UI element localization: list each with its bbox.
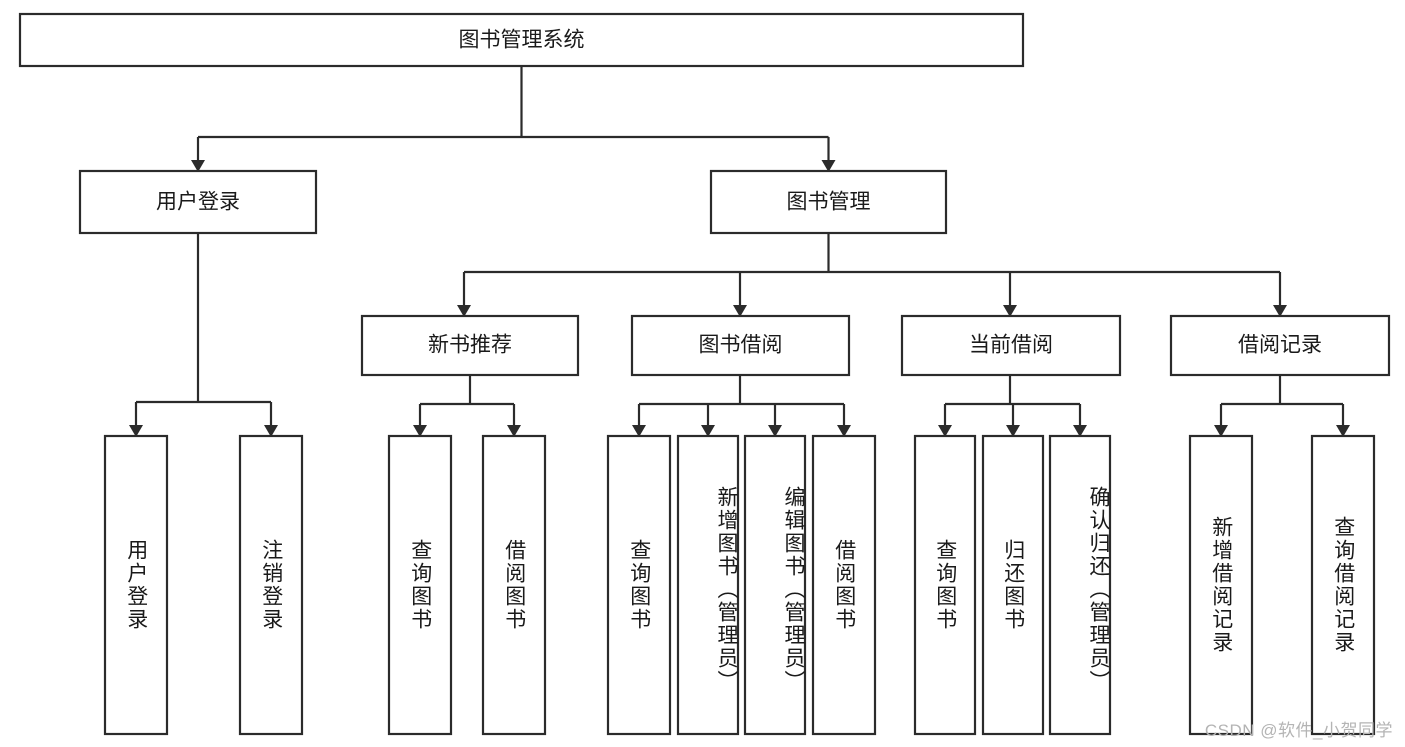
node-new-book-recommend[interactable]: 新书推荐 <box>360 314 580 377</box>
connectors-bookmgmt-to-level3 <box>457 233 1287 317</box>
leaf-box-confirm-return[interactable] <box>1048 434 1112 736</box>
leaf-box-query-record[interactable] <box>1310 434 1376 736</box>
node-root[interactable]: 图书管理系统 <box>18 12 1025 68</box>
node-user-login[interactable]: 用户登录 <box>78 169 318 235</box>
arrowhead-leaf-user-login <box>129 425 143 437</box>
arrowhead-to-current-borrow <box>1003 305 1017 317</box>
leaf-box-query-book-bw[interactable] <box>606 434 672 736</box>
node-new-book-recommend-rect[interactable] <box>360 314 580 377</box>
connectors-borrowrecord-to-leaves <box>1214 375 1350 437</box>
arrowhead-br-leaf-2 <box>1336 425 1350 437</box>
leaf-boxes <box>103 434 1376 736</box>
node-book-management-rect[interactable] <box>709 169 948 235</box>
leaf-box-query-book-cb[interactable] <box>913 434 977 736</box>
arrowhead-to-new-books <box>457 305 471 317</box>
leaf-box-borrow-book-nb[interactable] <box>481 434 547 736</box>
node-root-label: 图书管理系统 <box>459 29 585 52</box>
arrowhead-nb-leaf-1 <box>413 425 427 437</box>
leaf-box-query-book-nb[interactable] <box>387 434 453 736</box>
arrowhead-to-user-login <box>191 160 205 172</box>
leaf-box-return-book[interactable] <box>981 434 1045 736</box>
node-root-rect[interactable] <box>18 12 1025 68</box>
node-new-book-recommend-label: 新书推荐 <box>428 334 512 357</box>
arrowhead-bw-leaf-4 <box>837 425 851 437</box>
arrowhead-bw-leaf-2 <box>701 425 715 437</box>
arrowhead-bw-leaf-3 <box>768 425 782 437</box>
arrowhead-to-borrow <box>733 305 747 317</box>
leaf-box-logout[interactable] <box>238 434 304 736</box>
leaf-box-borrow-book-bw[interactable] <box>811 434 877 736</box>
node-user-login-rect[interactable] <box>78 169 318 235</box>
node-current-borrow[interactable]: 当前借阅 <box>900 314 1122 377</box>
node-borrow-record-label: 借阅记录 <box>1238 334 1322 357</box>
connectors-currentborrow-to-leaves <box>938 375 1087 437</box>
arrowhead-cb-leaf-2 <box>1006 425 1020 437</box>
node-user-login-label: 用户登录 <box>156 191 240 214</box>
leaf-box-add-book[interactable] <box>676 434 740 736</box>
node-book-borrow-rect[interactable] <box>630 314 851 377</box>
connectors-userlogin-to-leaves <box>129 233 278 437</box>
leaf-box-add-record[interactable] <box>1188 434 1254 736</box>
arrowhead-to-book-mgmt <box>821 160 836 172</box>
node-borrow-record[interactable]: 借阅记录 <box>1169 314 1391 377</box>
arrowhead-br-leaf-1 <box>1214 425 1228 437</box>
node-book-borrow[interactable]: 图书借阅 <box>630 314 851 377</box>
leaf-box-edit-book[interactable] <box>743 434 807 736</box>
arrowhead-cb-leaf-3 <box>1073 425 1087 437</box>
node-book-management[interactable]: 图书管理 <box>709 169 948 235</box>
arrowhead-bw-leaf-1 <box>632 425 646 437</box>
connectors-root-to-level2 <box>191 66 836 172</box>
node-book-management-label: 图书管理 <box>787 191 871 214</box>
connectors-borrow-to-leaves <box>632 375 851 437</box>
node-borrow-record-rect[interactable] <box>1169 314 1391 377</box>
arrowhead-cb-leaf-1 <box>938 425 952 437</box>
node-current-borrow-label: 当前借阅 <box>969 334 1053 357</box>
arrowhead-nb-leaf-2 <box>507 425 521 437</box>
node-book-borrow-label: 图书借阅 <box>699 334 783 357</box>
csdn-watermark: CSDN @软件_小贺同学 <box>1204 721 1393 740</box>
arrowhead-to-borrow-record <box>1273 305 1287 317</box>
node-current-borrow-rect[interactable] <box>900 314 1122 377</box>
connectors-newbooks-to-leaves <box>413 375 521 437</box>
arrowhead-leaf-logout <box>264 425 278 437</box>
leaf-box-user-login[interactable] <box>103 434 169 736</box>
